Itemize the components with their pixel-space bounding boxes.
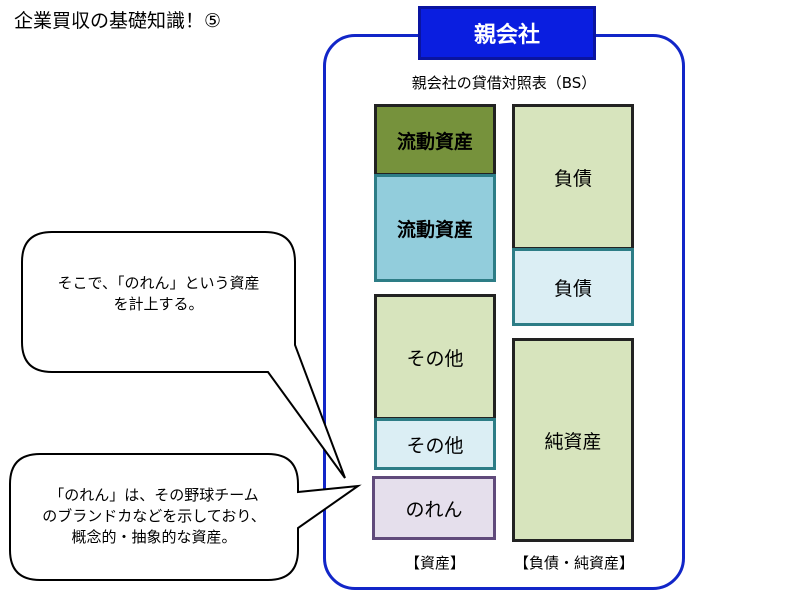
block-label: のれん: [405, 498, 463, 521]
block-label: 負債: [553, 167, 592, 190]
liabilities-equity-column-label: 【負債・純資産】: [513, 554, 634, 572]
block-label: 純資産: [544, 430, 602, 453]
block-label: 負債: [553, 277, 592, 300]
callout-bottom-bubble: [9, 453, 362, 581]
block-label: 流動資産: [396, 218, 473, 241]
block-label: その他: [406, 347, 464, 370]
callout-top-line: を計上する。: [113, 295, 204, 313]
net-assets: 純資産: [512, 338, 634, 542]
block-label: その他: [406, 434, 464, 457]
asset-goodwill: のれん: [372, 476, 496, 540]
asset-other-1: その他: [374, 294, 496, 420]
callout-bottom-line: 「のれん」は、その野球チーム: [49, 485, 259, 504]
callout-bottom-line: 概念的・抽象的な資産。: [71, 527, 237, 546]
callout-bottom-text: 「のれん」は、その野球チーム のブランドカなどを示しており、 概念的・抽象的な資…: [10, 466, 298, 566]
asset-other-2: その他: [374, 418, 496, 470]
assets-column-label: 【資産】: [404, 554, 465, 572]
callout-bottom-line: のブランドカなどを示しており、: [42, 506, 266, 525]
callout-top-bubble: [21, 231, 346, 479]
asset-current-assets-2: 流動資産: [374, 174, 496, 282]
balance-sheet-title: 親会社の貸借対照表（BS）: [411, 74, 597, 92]
callout-top-text: そこで、「のれん」という資産 を計上する。: [22, 258, 295, 330]
parent-company-tab: 親会社: [418, 6, 596, 60]
liability-2: 負債: [512, 248, 634, 326]
block-label: 流動資産: [396, 130, 473, 153]
liability-1: 負債: [512, 104, 634, 250]
slide-title: 企業買収の基礎知識！⑤: [14, 10, 222, 32]
callout-top-line: そこで、「のれん」という資産: [57, 274, 260, 292]
asset-current-assets-1: 流動資産: [374, 104, 496, 176]
parent-company-label: 親会社: [473, 23, 540, 48]
